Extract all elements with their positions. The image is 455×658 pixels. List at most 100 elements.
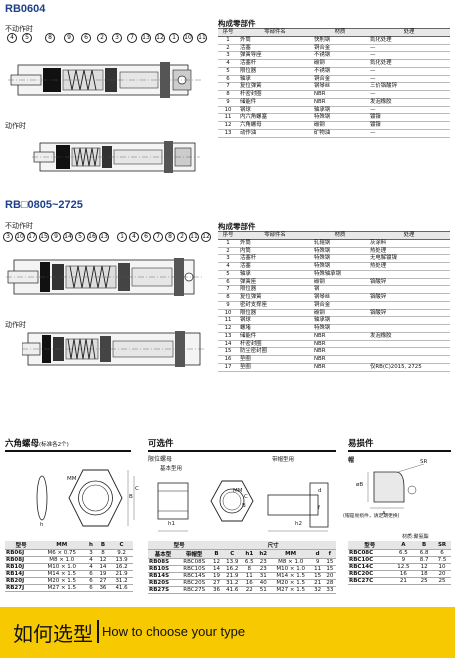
table-cell: 碳钢 <box>312 59 368 68</box>
dim-label-ob: øB <box>356 482 364 488</box>
table-cell: RB08S <box>148 558 178 566</box>
hex-nut-title-text: 六角螺母 <box>5 439 40 449</box>
table-cell: 12 <box>415 563 434 571</box>
table-cell: 41.6 <box>222 586 242 594</box>
cross-section-active-rb0604 <box>32 141 200 173</box>
table-cell: 螺堵 <box>238 324 312 333</box>
table-cell: 储能件 <box>238 332 312 341</box>
part-callout: 6 <box>81 33 91 43</box>
table-cell: 铬酸锌 <box>368 309 450 318</box>
table-cell: 氮化处理 <box>368 59 450 68</box>
table-cell: 三价铬酸锌 <box>368 82 450 91</box>
table-cell: 7.5 <box>433 556 451 564</box>
table-cell: NBR <box>312 332 368 341</box>
table-cell: 51 <box>256 586 270 594</box>
table-cell: 14 <box>210 565 223 573</box>
table-cell: 碳钢 <box>312 278 368 287</box>
table-cell: 12 <box>210 558 223 566</box>
table-cell: 轴承钢 <box>312 106 368 115</box>
table-cell: 钢琴丝 <box>312 293 368 302</box>
col-header: B <box>210 549 223 559</box>
table-cell: 4 <box>86 556 96 564</box>
col-header: SR <box>433 541 451 550</box>
col-header: B <box>415 541 434 550</box>
table-cell: 六角螺母 <box>238 121 312 130</box>
table-cell: 灰涂料 <box>368 239 450 248</box>
table-cell: 6 <box>218 278 238 287</box>
table-cell: 弹簧座 <box>238 278 312 287</box>
table-cell: 特殊钢 <box>312 113 368 122</box>
table-cell: — <box>368 129 450 138</box>
dim-label-h1: h1 <box>168 521 175 527</box>
table-cell: 活塞 <box>238 262 312 271</box>
col-header: 处理 <box>368 28 450 37</box>
table-cell <box>368 324 450 333</box>
table-cell: 16.2 <box>110 563 133 571</box>
part-callout: 4 <box>129 232 139 242</box>
table-cell: 限位器 <box>238 285 312 294</box>
table-cell: 11 <box>311 565 324 573</box>
optional-subtitle: 限位螺母 <box>148 456 173 463</box>
part-callout: 12 <box>155 33 165 43</box>
table-cell: M14 × 1.5 <box>269 572 312 580</box>
table-cell: 热处理 <box>368 262 450 271</box>
table-cell: NBR <box>312 98 368 107</box>
col-header: h <box>86 541 96 550</box>
table-cell: 2 <box>218 44 238 53</box>
table-cell: 9 <box>218 98 238 107</box>
part-callout: 4 <box>7 33 17 43</box>
table-cell: RBC10S <box>177 565 211 573</box>
table-cell: 特殊轴承钢 <box>312 270 368 279</box>
table-cell: 19 <box>210 572 223 580</box>
table-cell: — <box>368 75 450 84</box>
state-label-free-mid: 不动作时 <box>5 222 33 230</box>
part-callout: 5 <box>22 33 32 43</box>
optional-capped-label: 带帽型用 <box>272 457 295 463</box>
table-cell: 密封支撑座 <box>238 301 312 310</box>
table-cell: 32 <box>311 586 324 594</box>
table-cell <box>368 316 450 325</box>
table-cell: 25 <box>415 577 434 585</box>
table-cell: RB27S <box>148 586 178 594</box>
col-header: 尺寸 <box>210 541 336 550</box>
table-cell: 铜合金 <box>312 75 368 84</box>
table-cell: 垫圈 <box>238 363 312 372</box>
table-cell: 20 <box>433 570 451 578</box>
table-cell: 11 <box>218 316 238 325</box>
table-cell: 15 <box>323 565 336 573</box>
table-cell: RBC14C <box>348 563 392 571</box>
table-cell: 轧辊钢 <box>312 239 368 248</box>
part-callout: 8 <box>165 232 175 242</box>
table-cell: 20 <box>323 572 336 580</box>
table-cell: 28 <box>323 579 336 587</box>
table-cell: RB10S <box>148 565 178 573</box>
part-callout: 3 <box>112 33 122 43</box>
table-cell: 4 <box>86 563 96 571</box>
table-cell: 钢琴丝 <box>312 82 368 91</box>
table-cell: — <box>368 106 450 115</box>
table-cell: 活塞杆 <box>238 254 312 263</box>
table-cell: 内筒 <box>238 247 312 256</box>
col-header: 零部件名 <box>238 28 312 37</box>
col-header: 型号 <box>348 541 392 550</box>
table-cell: 弹簧导座 <box>238 51 312 60</box>
table-cell: 16 <box>241 579 257 587</box>
table-cell: 3 <box>218 51 238 60</box>
model-title-rb0604: RB0604 <box>5 3 46 15</box>
table-cell: 矿物油 <box>312 129 368 138</box>
